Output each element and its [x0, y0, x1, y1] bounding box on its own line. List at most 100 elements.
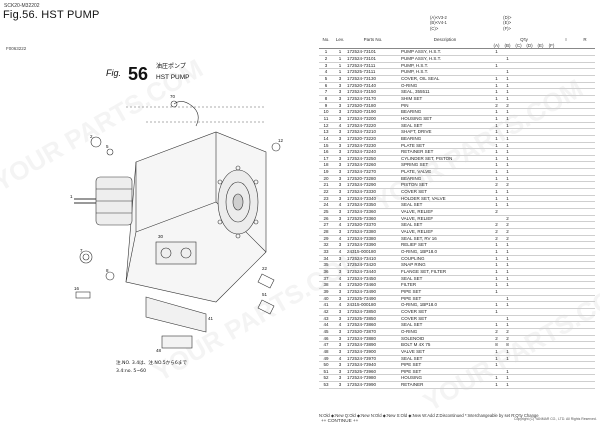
- row-qty-f: [546, 208, 557, 216]
- row-lev: 3: [333, 368, 347, 376]
- row-r: [575, 148, 595, 156]
- row-qty-f: [546, 55, 557, 63]
- continue-link[interactable]: ++ CONTINUE ++: [321, 418, 359, 423]
- row-i: [557, 255, 575, 263]
- row-r: [575, 195, 595, 203]
- row-qty-a: 1: [491, 88, 502, 96]
- row-qty-b: 1: [502, 142, 513, 150]
- row-qty-c: [513, 255, 524, 263]
- row-qty-d: [524, 348, 535, 356]
- row-qty-a: 2: [491, 208, 502, 216]
- row-qty-c: [513, 95, 524, 103]
- row-parts-no: 172524-73240: [347, 148, 399, 156]
- row-qty-a: 2: [491, 221, 502, 230]
- row-lev: 3: [333, 161, 347, 170]
- row-lev: 3: [333, 268, 347, 276]
- row-qty-c: [513, 235, 524, 243]
- row-qty-d: [524, 268, 535, 276]
- row-qty-a: [491, 295, 502, 303]
- row-qty-a: 1: [491, 82, 502, 90]
- row-qty-d: [524, 328, 535, 336]
- row-qty-d: [524, 315, 535, 323]
- row-i: [557, 108, 575, 116]
- row-qty-c: [513, 148, 524, 156]
- row-description: BEARING: [399, 108, 491, 116]
- column-header-description: Description: [433, 37, 457, 42]
- row-qty-e: [535, 122, 546, 130]
- row-r: [575, 215, 595, 223]
- row-qty-d: [524, 208, 535, 216]
- row-qty-a: 1: [491, 355, 502, 363]
- row-qty-f: [546, 128, 557, 136]
- row-qty-a: 1: [491, 75, 502, 83]
- row-description: HOUSING: [399, 374, 491, 383]
- row-qty-c: [513, 88, 524, 96]
- row-qty-a: 1: [491, 175, 502, 183]
- row-qty-c: [513, 268, 524, 276]
- row-lev: 3: [333, 328, 347, 336]
- row-qty-e: [535, 341, 546, 349]
- row-r: [575, 168, 595, 176]
- row-qty-f: [546, 348, 557, 356]
- row-parts-no: 172524-73250: [347, 155, 399, 163]
- row-parts-no: 172520-73180: [347, 102, 399, 110]
- row-lev: 3: [333, 188, 347, 196]
- row-qty-a: 1: [491, 361, 502, 369]
- legend-entry: (B)<V4-1: [430, 20, 447, 26]
- row-no: 37: [319, 275, 333, 283]
- row-no: 25: [319, 208, 333, 216]
- row-qty-e: [535, 208, 546, 216]
